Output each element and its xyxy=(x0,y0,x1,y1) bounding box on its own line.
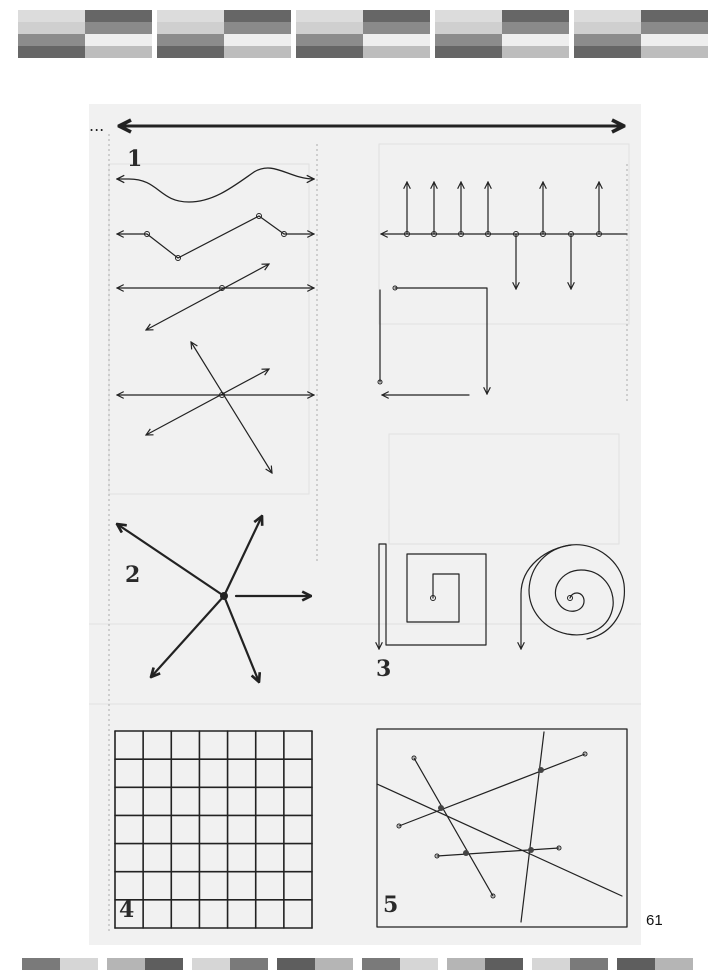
branch-node xyxy=(458,231,464,237)
figure-5: 5 xyxy=(376,728,628,928)
bottom-deco-block xyxy=(192,958,268,970)
bottom-deco-block xyxy=(362,958,438,970)
top-deco-block xyxy=(296,10,430,58)
top-deco-block xyxy=(18,10,152,58)
background-ghost-print xyxy=(89,143,641,705)
dotted-guides xyxy=(108,134,628,934)
branch-node xyxy=(596,231,602,237)
figure-3-number: 3 xyxy=(376,656,391,682)
page-number: 61 xyxy=(646,912,663,929)
bottom-deco-block xyxy=(22,958,98,970)
figure-3: 3 xyxy=(376,543,625,682)
bottom-deco-block xyxy=(107,958,183,970)
figure-5-number: 5 xyxy=(383,892,398,918)
sketch-drawing: ... 1 xyxy=(89,116,641,934)
svg-text:...: ... xyxy=(89,116,104,135)
top-decorative-bar xyxy=(18,10,708,58)
branch-node xyxy=(431,231,437,237)
figure-2: 2 xyxy=(117,516,313,682)
bottom-deco-block xyxy=(447,958,523,970)
branch-node xyxy=(485,231,491,237)
branch-node xyxy=(513,231,519,237)
bottom-deco-block xyxy=(277,958,353,970)
figure-2-number: 2 xyxy=(125,562,140,588)
figure-1: 1 xyxy=(117,146,314,473)
top-deco-block xyxy=(157,10,291,58)
figure-4: 4 xyxy=(114,730,313,929)
square-path xyxy=(377,285,487,395)
top-deco-block xyxy=(435,10,569,58)
figure-4-number: 4 xyxy=(119,897,134,923)
branching-arrows xyxy=(381,182,628,289)
bottom-deco-block xyxy=(617,958,693,970)
sketch-sheet: ... 1 xyxy=(89,104,641,945)
branch-node xyxy=(540,231,546,237)
top-deco-block xyxy=(574,10,708,58)
bottom-decorative-bar xyxy=(22,958,693,970)
figure-1-number: 1 xyxy=(127,146,142,172)
branch-node xyxy=(404,231,410,237)
top-double-arrow: ... xyxy=(89,116,626,135)
bottom-deco-block xyxy=(532,958,608,970)
zigzag-line xyxy=(117,213,314,261)
branch-node xyxy=(568,231,574,237)
